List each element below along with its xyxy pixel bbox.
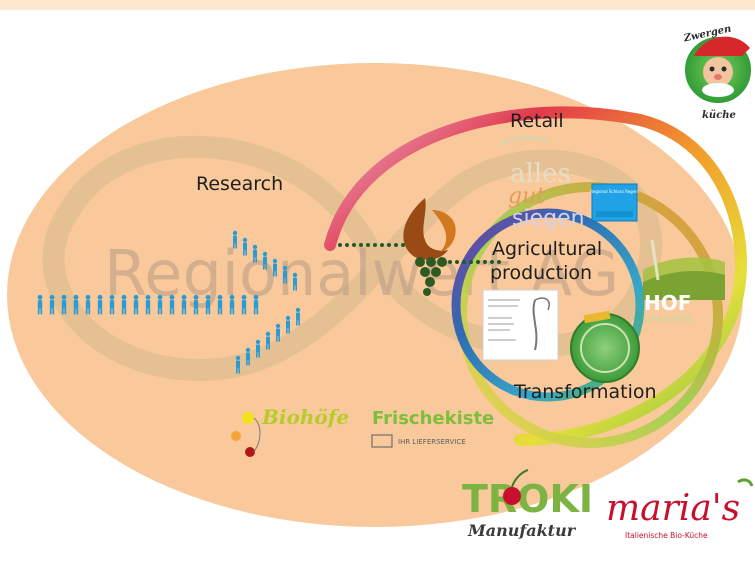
agriculture-ring (451, 208, 645, 402)
person-icon (255, 339, 261, 358)
person-icon (193, 294, 199, 315)
label-transformation: Transformation (513, 381, 657, 403)
path-dot (497, 260, 501, 264)
person-icon (217, 294, 223, 315)
troki-sub: Manufaktur (467, 521, 577, 540)
path-dot (455, 260, 459, 264)
person-icon (232, 230, 238, 249)
person-icon (245, 347, 251, 366)
frischekiste-sub: IHR LIEFERSERVICE (398, 438, 466, 446)
hof-gasswies-logo: HOF GASSWIES (643, 239, 725, 325)
label-research: Research (196, 173, 283, 195)
gut-word: gut (508, 184, 545, 209)
person-icon (253, 294, 259, 315)
marias-text: maria's (606, 488, 740, 529)
retail-arc (324, 106, 747, 446)
path-dot (380, 243, 384, 247)
person-icon (181, 294, 187, 315)
frischekiste-biohoefe: Biohöfe (261, 405, 349, 429)
path-dot (462, 260, 466, 264)
hof-text: HOF (644, 291, 691, 315)
person-icon (145, 294, 151, 315)
path-dot (469, 260, 473, 264)
regional-card: Regional Schloss Regen (590, 183, 638, 222)
person-icon (235, 355, 241, 374)
path-dot (490, 260, 494, 264)
card-text: Regional Schloss Regen (590, 189, 638, 194)
person-icon (285, 315, 291, 334)
path-dot (483, 260, 487, 264)
marias-sub: Italienische Bio-Küche (625, 531, 708, 540)
path-dot (387, 243, 391, 247)
person-icon (241, 294, 247, 315)
zwergenkueche-logo: Zwergen küche (682, 24, 753, 121)
transformation-ring (457, 182, 723, 448)
frischekiste-title: Frischekiste (372, 408, 494, 429)
person-icon (133, 294, 139, 315)
person-icon (205, 294, 211, 315)
alles-gut-siegen-logo: alles gut siegen (499, 135, 585, 231)
zwerg-bottom-text: küche (702, 110, 736, 121)
person-icon (121, 294, 127, 315)
person-icon (292, 272, 298, 291)
hof-sub-text: GASSWIES (644, 315, 692, 325)
person-icon (252, 244, 258, 263)
people-branch-down (235, 307, 301, 374)
person-icon (242, 237, 248, 256)
green-seal-logo (570, 310, 640, 383)
background-oval (7, 63, 743, 527)
troki-logo: TROKI Manufaktur (462, 469, 593, 540)
path-dot (366, 243, 370, 247)
person-icon (49, 294, 55, 315)
alles-word: alles (510, 159, 571, 189)
path-dot (394, 243, 398, 247)
flame-grapes-logo (403, 198, 456, 296)
siegen-word: siegen (512, 206, 585, 231)
path-dot (345, 243, 349, 247)
person-icon (275, 323, 281, 342)
person-icon (85, 294, 91, 315)
path-dot (476, 260, 480, 264)
person-icon (272, 258, 278, 277)
path-dot (359, 243, 363, 247)
person-icon (262, 251, 268, 270)
person-icon (265, 331, 271, 350)
path-dot (338, 243, 342, 247)
path-dot (352, 243, 356, 247)
person-icon (229, 294, 235, 315)
people-branch-up (232, 230, 298, 291)
person-icon (282, 265, 288, 284)
path-dot (373, 243, 377, 247)
person-icon (37, 294, 43, 315)
product-label-card (482, 289, 559, 361)
marias-logo: maria's Italienische Bio-Küche (606, 478, 754, 540)
top-band (0, 0, 755, 10)
person-icon (73, 294, 79, 315)
person-icon (61, 294, 67, 315)
person-icon (97, 294, 103, 315)
label-retail: Retail (510, 110, 564, 132)
path-dot (448, 260, 452, 264)
person-icon (109, 294, 115, 315)
people-row-line (37, 294, 259, 315)
frischekiste-logo: Biohöfe Frischekiste IHR LIEFERSERVICE (231, 405, 494, 457)
dotted-path (338, 243, 501, 264)
label-production: production (490, 262, 592, 284)
person-icon (169, 294, 175, 315)
troki-text: TROKI (462, 477, 593, 521)
label-agricultural: Agricultural (492, 238, 602, 260)
person-icon (295, 307, 301, 326)
path-dot (401, 243, 405, 247)
person-icon (157, 294, 163, 315)
